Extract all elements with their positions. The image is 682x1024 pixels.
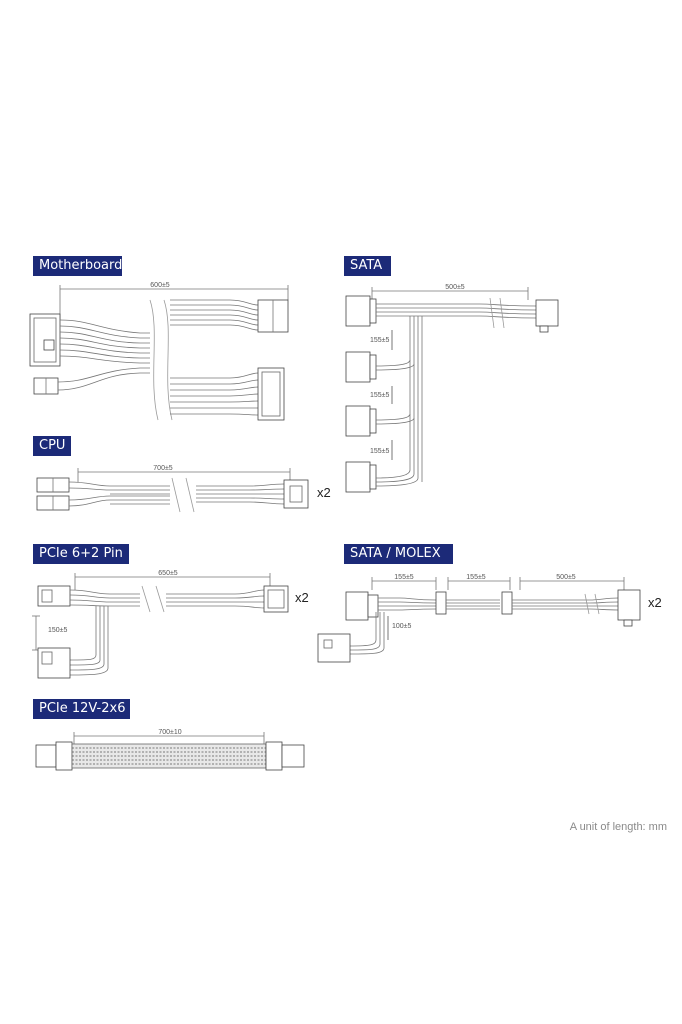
sata-gap-3: 155±5 <box>370 448 390 455</box>
unit-footnote: A unit of length: mm <box>569 821 667 833</box>
sata-label: SATA <box>344 256 391 276</box>
sata-molex-multiplier: x2 <box>648 595 662 610</box>
cpu-cable <box>36 468 309 513</box>
sata-molex-length-3: 500±5 <box>556 574 576 581</box>
motherboard-cable <box>29 285 289 421</box>
pcie-split-length: 150±5 <box>48 627 68 634</box>
pcie-12v-length: 700±10 <box>158 729 181 736</box>
sata-length: 500±5 <box>445 284 465 291</box>
sata-gap-2: 155±5 <box>370 392 390 399</box>
cpu-multiplier: x2 <box>317 485 331 500</box>
pcie-6-2-cable <box>32 573 289 679</box>
motherboard-length: 600±5 <box>150 282 170 289</box>
sata-gap-1: 155±5 <box>370 337 390 344</box>
pcie-12v-2x6-label: PCIe 12V-2x6 <box>33 699 130 719</box>
pcie-length: 650±5 <box>158 570 178 577</box>
sata-molex-label: SATA / MOLEX <box>344 544 453 564</box>
pcie-12v-2x6-cable <box>35 732 305 771</box>
pcie-multiplier: x2 <box>295 590 309 605</box>
sata-molex-length-2: 155±5 <box>466 574 486 581</box>
pcie-6-2-label: PCIe 6+2 Pin <box>33 544 129 564</box>
sata-molex-cable <box>317 577 641 663</box>
sata-cable <box>345 287 559 493</box>
cpu-label: CPU <box>33 436 71 456</box>
motherboard-label: Motherboard <box>33 256 122 276</box>
cpu-length: 700±5 <box>153 465 173 472</box>
sata-molex-length-1: 155±5 <box>394 574 414 581</box>
sata-molex-branch-length: 100±5 <box>392 623 412 630</box>
